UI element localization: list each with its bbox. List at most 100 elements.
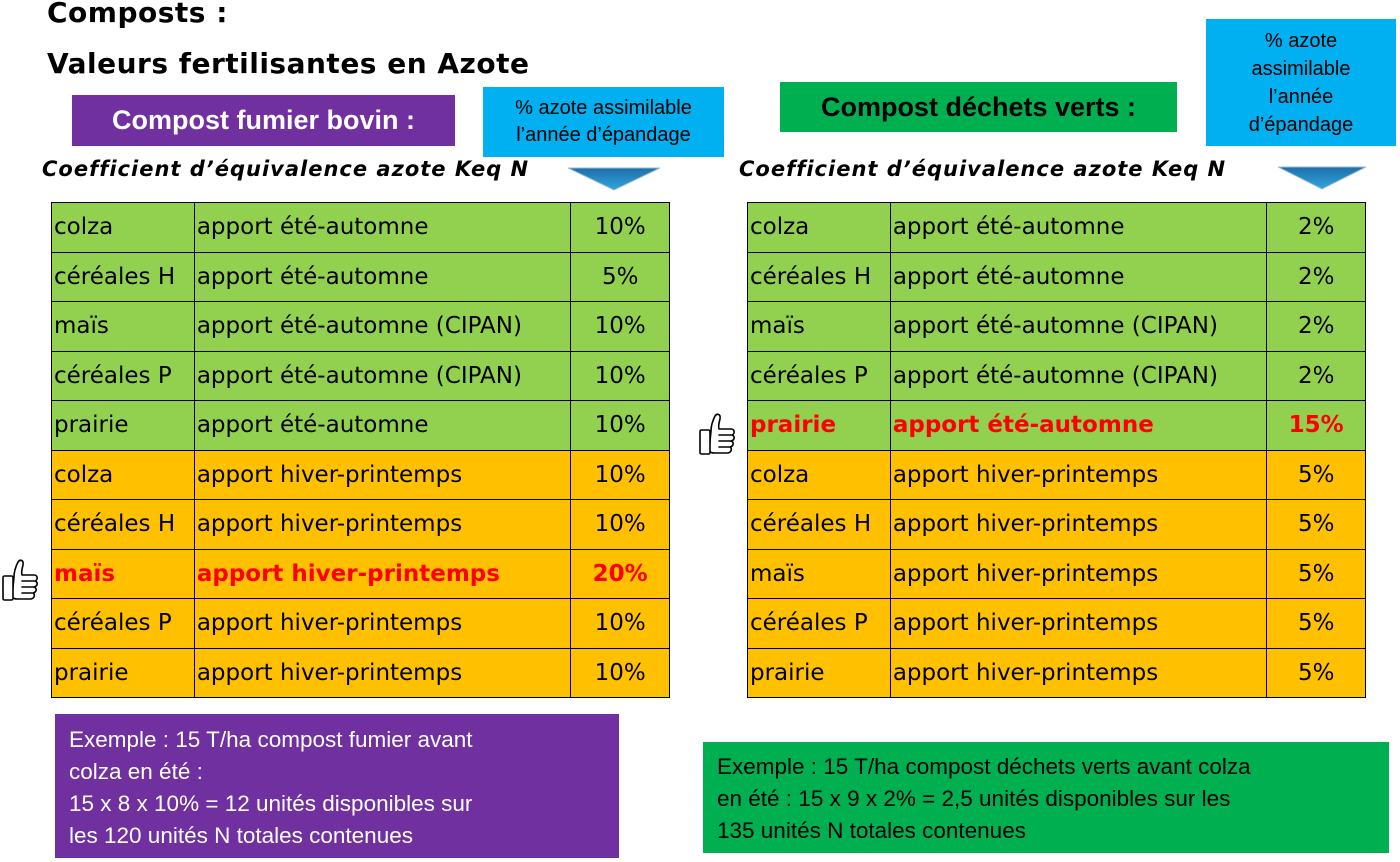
crop-cell: maïs	[747, 301, 891, 352]
pct-note-right: % azote assimilable l’année d’épandage	[1206, 19, 1396, 146]
example-line: 15 x 8 x 10% = 12 unités disponibles sur	[69, 790, 473, 816]
pct-cell: 2%	[1266, 350, 1366, 401]
pct-note-right-line: d’épandage	[1248, 113, 1354, 136]
pct-note-right-line: % azote	[1264, 29, 1338, 52]
example-line: en été : 15 x 9 x 2% = 2,5 unités dispon…	[717, 785, 1231, 811]
crop-cell: colza	[51, 449, 195, 500]
crop-cell: colza	[747, 202, 891, 253]
apport-cell: apport hiver-printemps	[193, 647, 572, 698]
pct-note-left-line: % azote assimilable	[515, 97, 692, 119]
apport-cell: apport hiver-printemps	[193, 598, 572, 649]
example-box-left: Exemple : 15 T/ha compost fumier avant c…	[55, 714, 619, 858]
pct-note-left-line: l’année d’épandage	[516, 124, 691, 146]
crop-cell: céréales P	[747, 598, 891, 649]
crop-cell: colza	[51, 202, 195, 253]
example-box-right: Exemple : 15 T/ha compost déchets verts …	[703, 742, 1389, 853]
example-line: Exemple : 15 T/ha compost déchets verts …	[717, 754, 1251, 779]
apport-cell: apport été-automne (CIPAN)	[889, 350, 1268, 401]
crop-cell: colza	[747, 449, 891, 500]
apport-cell: apport hiver-printemps	[889, 647, 1268, 698]
thumbs-up-icon	[699, 413, 735, 455]
crop-cell: céréales H	[51, 251, 195, 302]
example-line: colza en été :	[69, 758, 203, 784]
pct-cell: 5%	[570, 251, 670, 302]
crop-cell: céréales H	[747, 499, 891, 550]
crop-cell: prairie	[747, 400, 891, 451]
crop-cell: maïs	[51, 301, 195, 352]
pct-cell: 5%	[1266, 449, 1366, 500]
pct-cell: 15%	[1266, 400, 1366, 451]
apport-cell: apport été-automne	[193, 251, 572, 302]
thumbs-up-icon	[2, 559, 38, 601]
example-line: 135 unités N totales contenues	[717, 817, 1026, 843]
example-line: Exemple : 15 T/ha compost fumier avant	[69, 727, 473, 752]
apport-cell: apport hiver-printemps	[889, 598, 1268, 649]
pct-cell: 10%	[570, 350, 670, 401]
apport-cell: apport hiver-printemps	[889, 548, 1268, 599]
pct-cell: 2%	[1266, 251, 1366, 302]
crop-cell: maïs	[747, 548, 891, 599]
compost-dechets-verts-label: Compost déchets verts :	[780, 82, 1177, 132]
apport-cell: apport hiver-printemps	[193, 548, 572, 599]
coef-label-right: Coefficient d’équivalence azote Keq N	[739, 157, 1227, 181]
page-title: Composts :	[47, 0, 228, 29]
apport-cell: apport été-automne	[889, 202, 1268, 253]
crop-cell: prairie	[747, 647, 891, 698]
pct-cell: 10%	[570, 598, 670, 649]
pct-note-right-line: l’année	[1268, 85, 1334, 108]
crop-cell: prairie	[51, 647, 195, 698]
crop-cell: céréales H	[51, 499, 195, 550]
crop-cell: céréales P	[51, 598, 195, 649]
pct-cell: 10%	[570, 202, 670, 253]
apport-cell: apport été-automne (CIPAN)	[193, 301, 572, 352]
apport-cell: apport été-automne	[889, 251, 1268, 302]
pct-cell: 20%	[570, 548, 670, 599]
apport-cell: apport hiver-printemps	[193, 449, 572, 500]
pct-cell: 10%	[570, 499, 670, 550]
apport-cell: apport été-automne	[193, 202, 572, 253]
apport-cell: apport été-automne (CIPAN)	[193, 350, 572, 401]
pct-cell: 5%	[1266, 548, 1366, 599]
apport-cell: apport hiver-printemps	[889, 449, 1268, 500]
apport-cell: apport été-automne	[889, 400, 1268, 451]
apport-cell: apport hiver-printemps	[193, 499, 572, 550]
crop-cell: prairie	[51, 400, 195, 451]
crop-cell: céréales P	[747, 350, 891, 401]
pct-cell: 2%	[1266, 301, 1366, 352]
pct-note-right-line: assimilable	[1251, 57, 1351, 80]
down-arrow-icon	[1278, 166, 1366, 190]
compost-fumier-bovin-label: Compost fumier bovin :	[72, 95, 455, 146]
apport-cell: apport été-automne	[193, 400, 572, 451]
pct-cell: 10%	[570, 301, 670, 352]
pct-cell: 5%	[1266, 499, 1366, 550]
crop-cell: céréales P	[51, 350, 195, 401]
apport-cell: apport hiver-printemps	[889, 499, 1268, 550]
pct-cell: 5%	[1266, 647, 1366, 698]
coef-label-left: Coefficient d’équivalence azote Keq N	[42, 157, 530, 181]
pct-cell: 10%	[570, 647, 670, 698]
page-subtitle: Valeurs fertilisantes en Azote	[47, 47, 530, 80]
pct-cell: 10%	[570, 449, 670, 500]
crop-cell: maïs	[51, 548, 195, 599]
pct-note-left: % azote assimilable l’année d’épandage	[483, 87, 724, 157]
down-arrow-icon	[568, 167, 660, 191]
apport-cell: apport été-automne (CIPAN)	[889, 301, 1268, 352]
